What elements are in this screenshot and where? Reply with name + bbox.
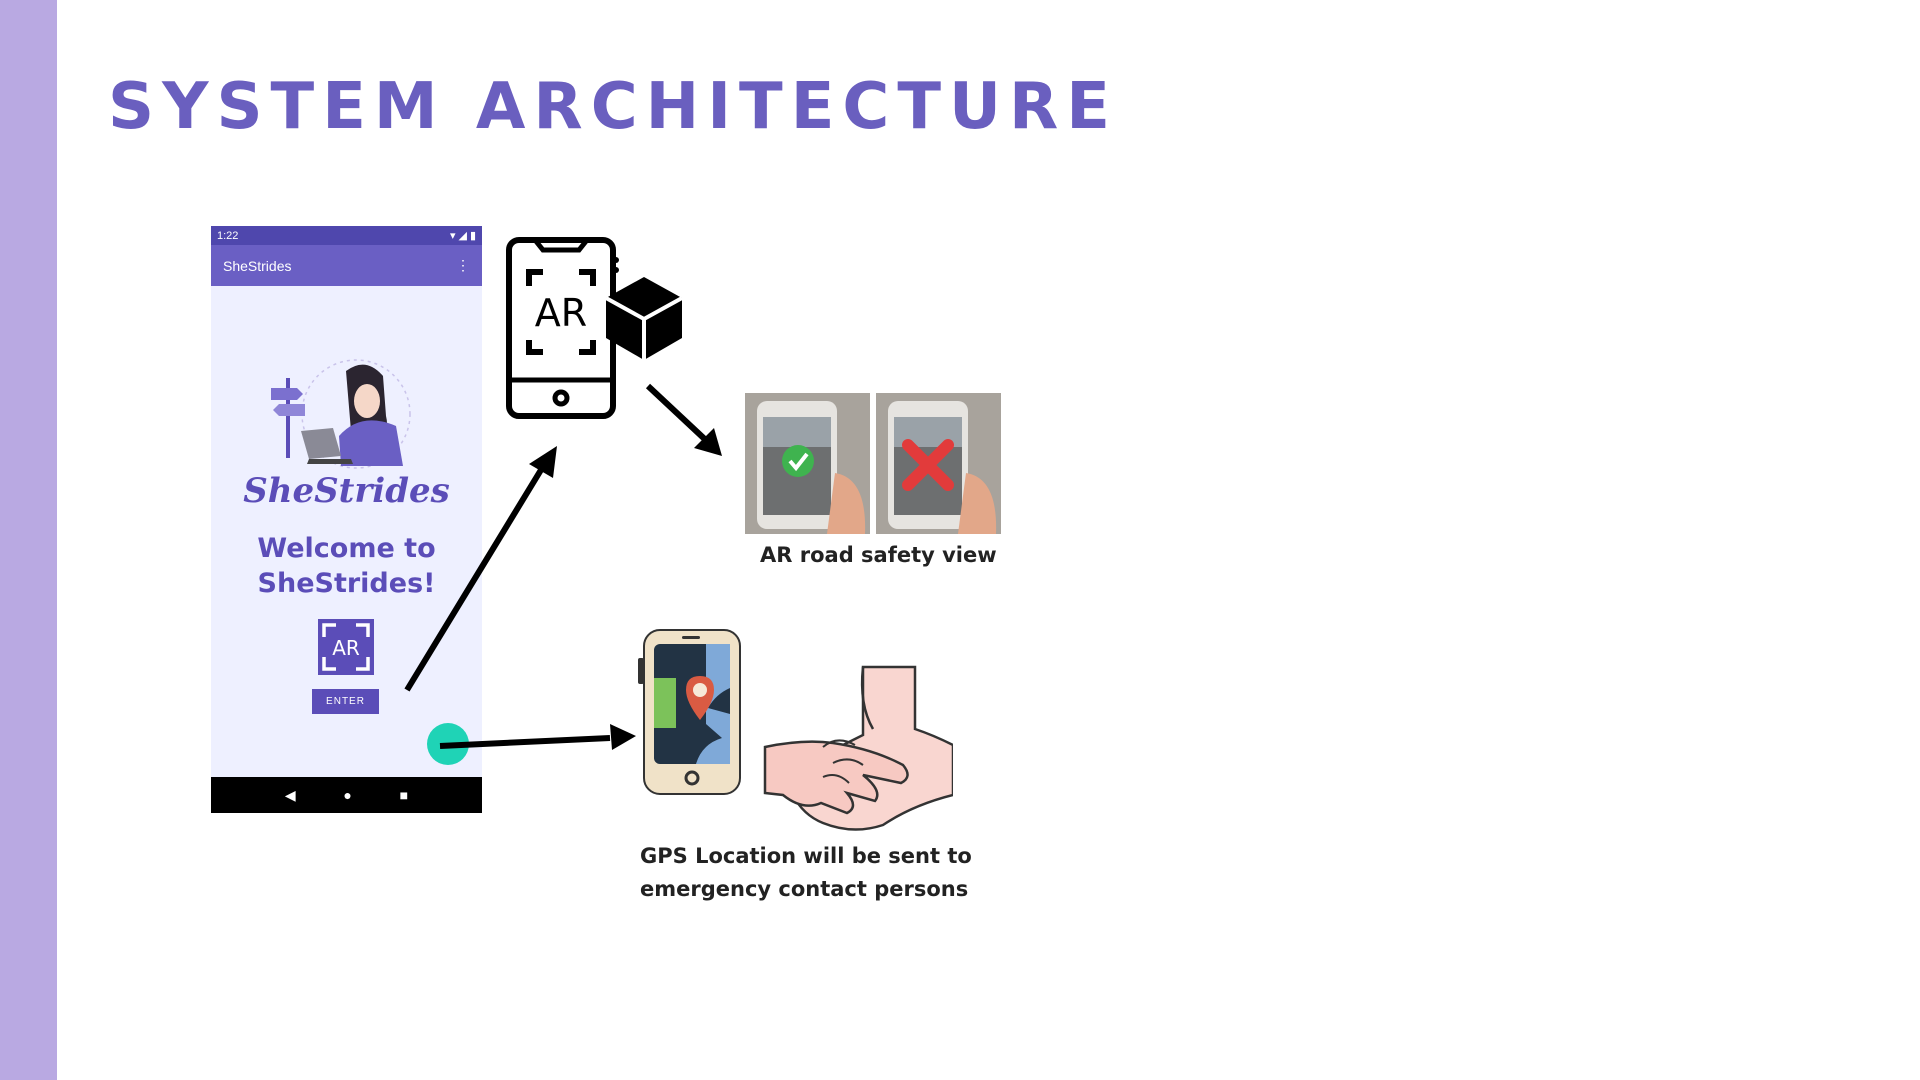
ar-tile-text: AR (332, 636, 360, 660)
battery-icon: ▮ (469, 230, 476, 242)
status-bar: 1:22 ▾◢▮ (211, 226, 482, 245)
status-time: 1:22 (217, 229, 239, 242)
nav-bar: ◀ ● ■ (211, 777, 482, 813)
arrow-to-ar-view (645, 383, 722, 456)
arrow-to-gps (439, 724, 636, 750)
ar-phone-cube-icon: AR (506, 237, 683, 419)
status-icons: ▾◢▮ (447, 229, 476, 242)
enter-button[interactable]: ENTER (312, 689, 379, 714)
phone-mockup: 1:22 ▾◢▮ SheStrides ⋮ SheStrides Welcome… (211, 226, 482, 813)
overflow-menu-icon[interactable]: ⋮ (456, 257, 470, 273)
brand-logo-text: SheStrides (243, 471, 450, 511)
app-bar: SheStrides ⋮ (211, 245, 482, 286)
ar-unsafe-view-photo (876, 393, 1001, 534)
gps-caption: GPS Location will be sent to emergency c… (640, 840, 972, 906)
welcome-line1: Welcome to (257, 533, 436, 564)
left-accent-bar (0, 0, 57, 1080)
nav-recents-button[interactable]: ■ (399, 787, 409, 803)
welcome-heading: Welcome to SheStrides! (211, 531, 482, 601)
woman-laptop-illustration (271, 359, 411, 469)
gps-caption-line1: GPS Location will be sent to (640, 844, 972, 868)
nav-back-button[interactable]: ◀ (284, 786, 296, 803)
ar-tile-icon[interactable]: AR (318, 619, 374, 675)
ar-safe-view-photo (745, 393, 870, 534)
gps-phone-icon (638, 629, 741, 795)
nav-home-button[interactable]: ● (343, 787, 352, 803)
arrow-to-ar (404, 446, 557, 692)
signal-icon: ◢ (458, 230, 467, 242)
welcome-line2: SheStrides! (257, 568, 436, 599)
ar-icon-text: AR (535, 291, 587, 335)
clasped-hands-icon (763, 665, 953, 831)
slide-title: SYSTEM ARCHITECTURE (108, 70, 1118, 144)
gps-caption-line2: emergency contact persons (640, 877, 969, 901)
wifi-icon: ▾ (449, 230, 456, 242)
ar-view-caption: AR road safety view (760, 543, 997, 567)
app-title: SheStrides (223, 257, 292, 274)
